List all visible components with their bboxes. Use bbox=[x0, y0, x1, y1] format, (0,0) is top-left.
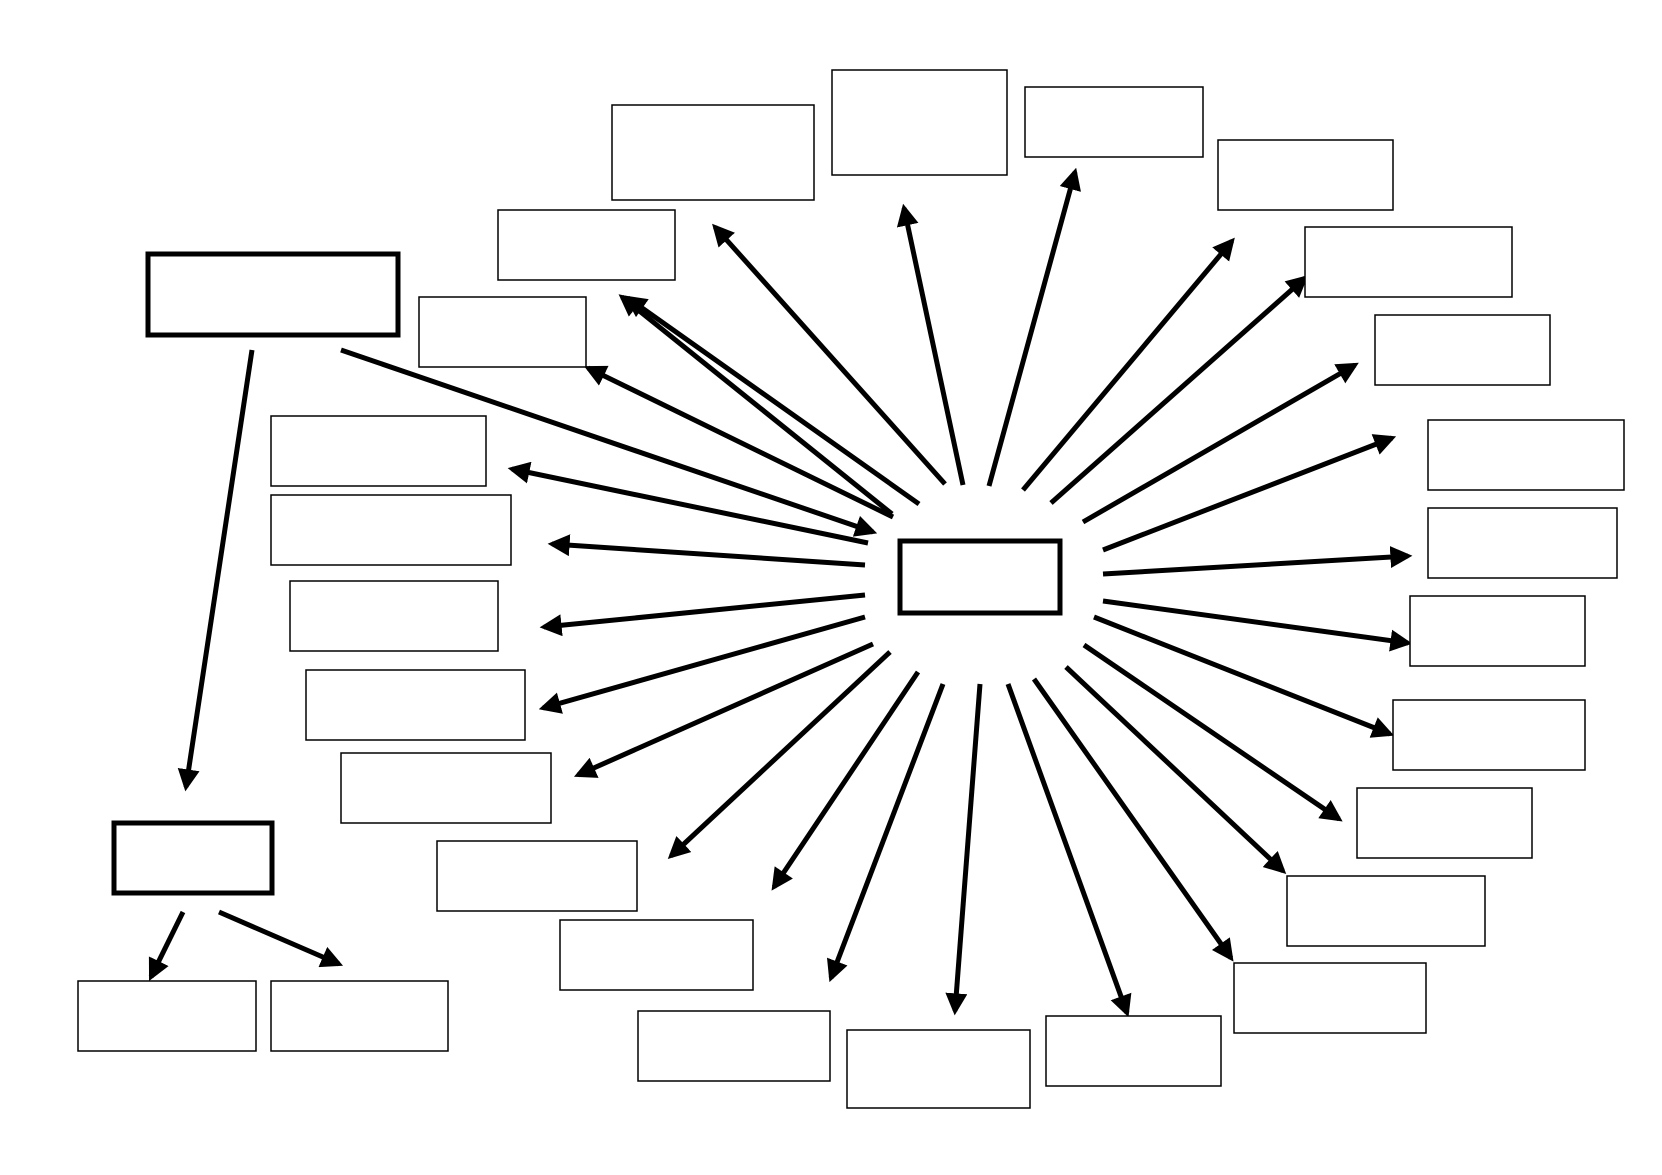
satellite-node-7-frame bbox=[1427, 419, 1625, 491]
connector-arrow-7 bbox=[1102, 434, 1397, 553]
connector-arrow-26 bbox=[584, 365, 895, 520]
satellite-node-20-frame bbox=[305, 669, 526, 741]
branch-top-node bbox=[145, 251, 401, 338]
satellite-node-3-frame bbox=[1024, 86, 1204, 158]
satellite-node-6-frame bbox=[1374, 314, 1551, 386]
satellite-node-16 bbox=[637, 1010, 831, 1082]
satellite-node-24-frame bbox=[418, 296, 587, 368]
arrow-layer bbox=[148, 167, 1413, 1018]
connector-arrow-3 bbox=[986, 167, 1081, 487]
connector-arrow-4 bbox=[1021, 237, 1235, 492]
connector-arrow-20 bbox=[538, 614, 866, 714]
leaf-node-2-frame bbox=[270, 980, 449, 1052]
connector-arrow-17 bbox=[771, 670, 921, 891]
satellite-node-13-frame bbox=[1233, 962, 1427, 1034]
connector-arrow-5 bbox=[1049, 275, 1309, 505]
branch-middle-node-frame bbox=[111, 820, 275, 896]
satellite-node-11-frame bbox=[1356, 787, 1533, 859]
satellite-node-16-frame bbox=[637, 1010, 831, 1082]
leaf-node-1-frame bbox=[77, 980, 257, 1052]
satellite-node-8-frame bbox=[1427, 507, 1618, 579]
satellite-node-8 bbox=[1427, 507, 1618, 579]
connector-arrow-2 bbox=[896, 203, 966, 486]
satellite-node-10 bbox=[1392, 699, 1586, 771]
satellite-node-17-frame bbox=[559, 919, 754, 991]
connector-arrow-16 bbox=[826, 683, 946, 983]
satellite-node-11 bbox=[1356, 787, 1533, 859]
connector-arrow-1 bbox=[712, 223, 947, 486]
leaf-arrow-2 bbox=[218, 909, 344, 968]
satellite-node-7 bbox=[1427, 419, 1625, 491]
satellite-node-6 bbox=[1374, 314, 1551, 386]
connector-arrow-27 bbox=[340, 347, 878, 537]
satellite-node-15 bbox=[846, 1029, 1031, 1109]
box-layer bbox=[77, 69, 1625, 1109]
satellite-node-18-frame bbox=[436, 840, 638, 912]
satellite-node-21-frame bbox=[289, 580, 499, 652]
connector-arrow-6 bbox=[1081, 362, 1359, 525]
satellite-node-22 bbox=[270, 494, 512, 566]
connector-arrow-24 bbox=[618, 294, 894, 516]
center-node-frame bbox=[897, 538, 1063, 616]
satellite-node-9 bbox=[1409, 595, 1586, 667]
connector-arrow-13 bbox=[1031, 677, 1234, 962]
connector-arrow-14 bbox=[1005, 683, 1132, 1018]
connector-arrow-21 bbox=[539, 592, 866, 637]
satellite-node-15-frame bbox=[846, 1029, 1031, 1109]
branch-arrow-down bbox=[177, 349, 255, 792]
connector-arrow-25 bbox=[624, 295, 921, 507]
connector-arrow-23 bbox=[507, 461, 869, 546]
satellite-node-1 bbox=[611, 104, 815, 201]
satellite-node-19-frame bbox=[340, 752, 552, 824]
leaf-node-1 bbox=[77, 980, 257, 1052]
connector-arrow-12 bbox=[1064, 665, 1287, 875]
satellite-node-18 bbox=[436, 840, 638, 912]
satellite-node-12 bbox=[1286, 875, 1486, 947]
satellite-node-25-frame bbox=[497, 209, 676, 281]
satellite-node-10-frame bbox=[1392, 699, 1586, 771]
satellite-node-17 bbox=[559, 919, 754, 991]
leaf-arrow-1 bbox=[148, 910, 186, 981]
satellite-node-19 bbox=[340, 752, 552, 824]
connector-arrow-22 bbox=[547, 534, 866, 568]
connector-arrow-11 bbox=[1082, 642, 1343, 822]
satellite-node-2-frame bbox=[831, 69, 1008, 176]
connector-arrow-8 bbox=[1102, 546, 1413, 577]
satellite-node-4-frame bbox=[1217, 139, 1394, 211]
satellite-node-14 bbox=[1045, 1015, 1222, 1087]
satellite-node-23-frame bbox=[270, 415, 487, 487]
satellite-node-4 bbox=[1217, 139, 1394, 211]
branch-middle-node bbox=[111, 820, 275, 896]
connector-arrow-9 bbox=[1102, 598, 1413, 652]
satellite-node-2 bbox=[831, 69, 1008, 176]
satellite-node-13 bbox=[1233, 962, 1427, 1034]
center-node bbox=[897, 538, 1063, 616]
satellite-node-12-frame bbox=[1286, 875, 1486, 947]
satellite-node-5-frame bbox=[1304, 226, 1513, 298]
branch-top-node-frame bbox=[145, 251, 401, 338]
leaf-node-2 bbox=[270, 980, 449, 1052]
satellite-node-24 bbox=[418, 296, 587, 368]
satellite-node-20 bbox=[305, 669, 526, 741]
connector-arrow-19 bbox=[573, 641, 875, 778]
satellite-node-5 bbox=[1304, 226, 1513, 298]
satellite-node-1-frame bbox=[611, 104, 815, 201]
connector-arrow-15 bbox=[945, 683, 983, 1016]
satellite-node-21 bbox=[289, 580, 499, 652]
satellite-node-23 bbox=[270, 415, 487, 487]
satellite-node-3 bbox=[1024, 86, 1204, 158]
satellite-node-9-frame bbox=[1409, 595, 1586, 667]
satellite-node-25 bbox=[497, 209, 676, 281]
satellite-node-14-frame bbox=[1045, 1015, 1222, 1087]
connector-arrow-10 bbox=[1093, 614, 1395, 738]
satellite-node-22-frame bbox=[270, 494, 512, 566]
connector-arrow-18 bbox=[667, 650, 892, 859]
